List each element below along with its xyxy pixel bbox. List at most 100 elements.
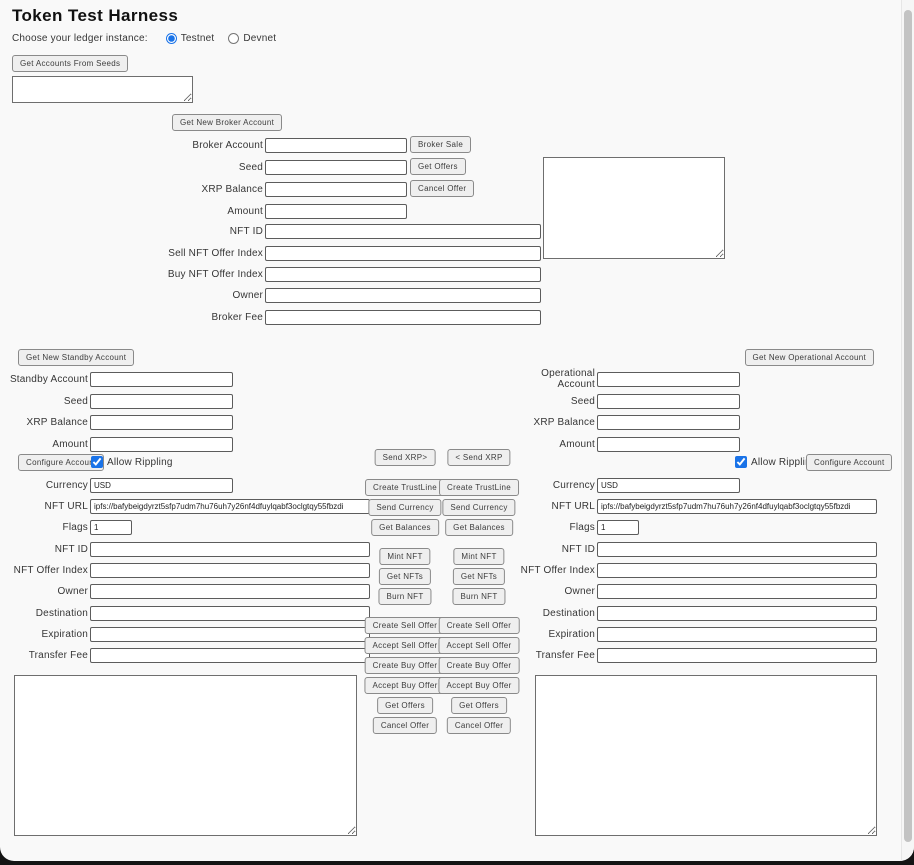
standby-xrp-balance-row: XRP Balance: [0, 414, 233, 430]
operational-nft-id-input[interactable]: [597, 541, 877, 557]
standby-nft-offer-index-input[interactable]: [90, 562, 370, 578]
operational-send-xrp-button[interactable]: < Send XRP: [447, 449, 511, 466]
operational-allow-rippling-checkbox[interactable]: [735, 456, 747, 468]
operational-cancel-offer-button[interactable]: Cancel Offer: [446, 717, 512, 734]
standby-account-input[interactable]: [90, 371, 233, 387]
standby-amount-input[interactable]: [90, 436, 233, 452]
standby-cancel-offer-button[interactable]: Cancel Offer: [372, 717, 438, 734]
get-accounts-from-seeds-button[interactable]: Get Accounts From Seeds: [12, 55, 129, 72]
standby-expiration-row: Expiration: [0, 626, 370, 642]
ledger-testnet-radio[interactable]: [165, 33, 177, 44]
operational-amount-input[interactable]: [597, 436, 740, 452]
broker-seed-input[interactable]: [265, 159, 407, 175]
broker-amount-input[interactable]: [265, 203, 407, 219]
operational-owner-label: Owner: [564, 585, 595, 597]
standby-get-offers-button[interactable]: Get Offers: [377, 697, 433, 714]
standby-send-currency-button[interactable]: Send Currency: [368, 499, 442, 516]
operational-create-sell-offer-button[interactable]: Create Sell Offer: [438, 617, 520, 634]
operational-results-textarea[interactable]: [535, 675, 877, 836]
broker-buy-nft-offer-index-input[interactable]: [265, 266, 541, 282]
broker-owner-input[interactable]: [265, 287, 541, 303]
operational-nft-url-input[interactable]: [597, 498, 877, 514]
operational-destination-input[interactable]: [597, 605, 877, 621]
get-new-broker-account-button[interactable]: Get New Broker Account: [172, 114, 283, 131]
standby-create-trustline-button[interactable]: Create TrustLine: [365, 479, 445, 496]
operational-xrp-balance-label: XRP Balance: [533, 416, 595, 428]
broker-fee-input[interactable]: [265, 309, 541, 325]
operational-send-currency-button[interactable]: Send Currency: [442, 499, 516, 516]
operational-create-trustline-button[interactable]: Create TrustLine: [439, 479, 519, 496]
standby-mint-nft-button[interactable]: Mint NFT: [379, 548, 431, 565]
standby-currency-input[interactable]: [90, 477, 233, 493]
ledger-testnet-label: Testnet: [180, 33, 215, 44]
operational-owner-input[interactable]: [597, 583, 877, 599]
operational-flags-input[interactable]: [597, 519, 639, 535]
standby-nft-id-input[interactable]: [90, 541, 370, 557]
operational-get-offers-button[interactable]: Get Offers: [451, 697, 507, 714]
operational-get-nfts-button[interactable]: Get NFTs: [452, 568, 506, 585]
operational-expiration-input[interactable]: [597, 626, 877, 642]
broker-xrp-balance-input[interactable]: [265, 181, 407, 197]
operational-nft-offer-index-input[interactable]: [597, 562, 877, 578]
operational-accept-sell-offer-button[interactable]: Accept Sell Offer: [438, 637, 520, 654]
standby-nft-url-input[interactable]: [90, 498, 370, 514]
standby-flags-input[interactable]: [90, 519, 132, 535]
broker-amount-row: Amount: [0, 203, 407, 219]
standby-send-xrp-button[interactable]: Send XRP>: [374, 449, 436, 466]
standby-destination-input[interactable]: [90, 605, 370, 621]
standby-allow-rippling-label: Allow Rippling: [107, 457, 173, 468]
operational-mint-nft-button[interactable]: Mint NFT: [453, 548, 505, 565]
standby-owner-input[interactable]: [90, 583, 370, 599]
standby-burn-nft-button[interactable]: Burn NFT: [378, 588, 432, 605]
standby-seed-input[interactable]: [90, 393, 233, 409]
operational-transfer-fee-input[interactable]: [597, 647, 877, 663]
operational-xrp-balance-input[interactable]: [597, 414, 740, 430]
standby-accept-buy-offer-button[interactable]: Accept Buy Offer: [364, 677, 446, 694]
broker-get-offers-button[interactable]: Get Offers: [410, 158, 466, 175]
standby-get-nfts-button[interactable]: Get NFTs: [378, 568, 432, 585]
standby-results-textarea[interactable]: [14, 675, 357, 836]
standby-get-balances-button[interactable]: Get Balances: [371, 519, 439, 536]
broker-cancel-offer-button[interactable]: Cancel Offer: [410, 180, 475, 197]
standby-expiration-label: Expiration: [41, 628, 88, 640]
standby-nft-offer-index-label: NFT Offer Index: [13, 564, 88, 576]
operational-account-label: Operational Account: [541, 368, 595, 390]
standby-accept-sell-offer-button[interactable]: Accept Sell Offer: [364, 637, 446, 654]
operational-destination-label: Destination: [542, 607, 595, 619]
operational-get-balances-button[interactable]: Get Balances: [445, 519, 513, 536]
standby-configure-account-button[interactable]: Configure Account: [18, 454, 105, 471]
operational-create-buy-offer-button[interactable]: Create Buy Offer: [438, 657, 520, 674]
get-new-standby-account-button[interactable]: Get New Standby Account: [18, 349, 135, 366]
broker-nft-id-row: NFT ID: [0, 223, 541, 239]
standby-expiration-input[interactable]: [90, 626, 370, 642]
broker-results-textarea[interactable]: [543, 157, 725, 259]
seeds-textarea[interactable]: [12, 76, 193, 103]
operational-currency-input[interactable]: [597, 477, 740, 493]
scrollbar-track[interactable]: [901, 0, 914, 861]
scrollbar-thumb[interactable]: [904, 10, 912, 842]
operational-accept-buy-offer-button[interactable]: Accept Buy Offer: [438, 677, 520, 694]
standby-currency-label: Currency: [45, 479, 88, 491]
standby-transfer-fee-input[interactable]: [90, 647, 370, 663]
operational-burn-nft-button[interactable]: Burn NFT: [452, 588, 506, 605]
standby-nft-offer-index-row: NFT Offer Index: [0, 562, 370, 578]
broker-account-row: Broker Account: [0, 137, 407, 153]
operational-seed-input[interactable]: [597, 393, 740, 409]
broker-account-input[interactable]: [265, 137, 407, 153]
standby-create-buy-offer-button[interactable]: Create Buy Offer: [364, 657, 446, 674]
standby-xrp-balance-input[interactable]: [90, 414, 233, 430]
operational-seed-label: Seed: [570, 395, 595, 407]
ledger-devnet-radio[interactable]: [228, 33, 240, 44]
broker-fee-label: Broker Fee: [211, 311, 263, 323]
broker-nft-id-input[interactable]: [265, 223, 541, 239]
broker-sell-nft-offer-index-input[interactable]: [265, 245, 541, 261]
operational-account-input[interactable]: [597, 371, 740, 387]
standby-allow-rippling-checkbox[interactable]: [91, 456, 103, 468]
get-new-operational-account-button[interactable]: Get New Operational Account: [744, 349, 874, 366]
standby-create-sell-offer-button[interactable]: Create Sell Offer: [364, 617, 446, 634]
standby-seed-label: Seed: [63, 395, 88, 407]
broker-sale-button[interactable]: Broker Sale: [410, 136, 472, 153]
standby-destination-label: Destination: [35, 607, 88, 619]
operational-configure-account-button[interactable]: Configure Account: [806, 454, 893, 471]
